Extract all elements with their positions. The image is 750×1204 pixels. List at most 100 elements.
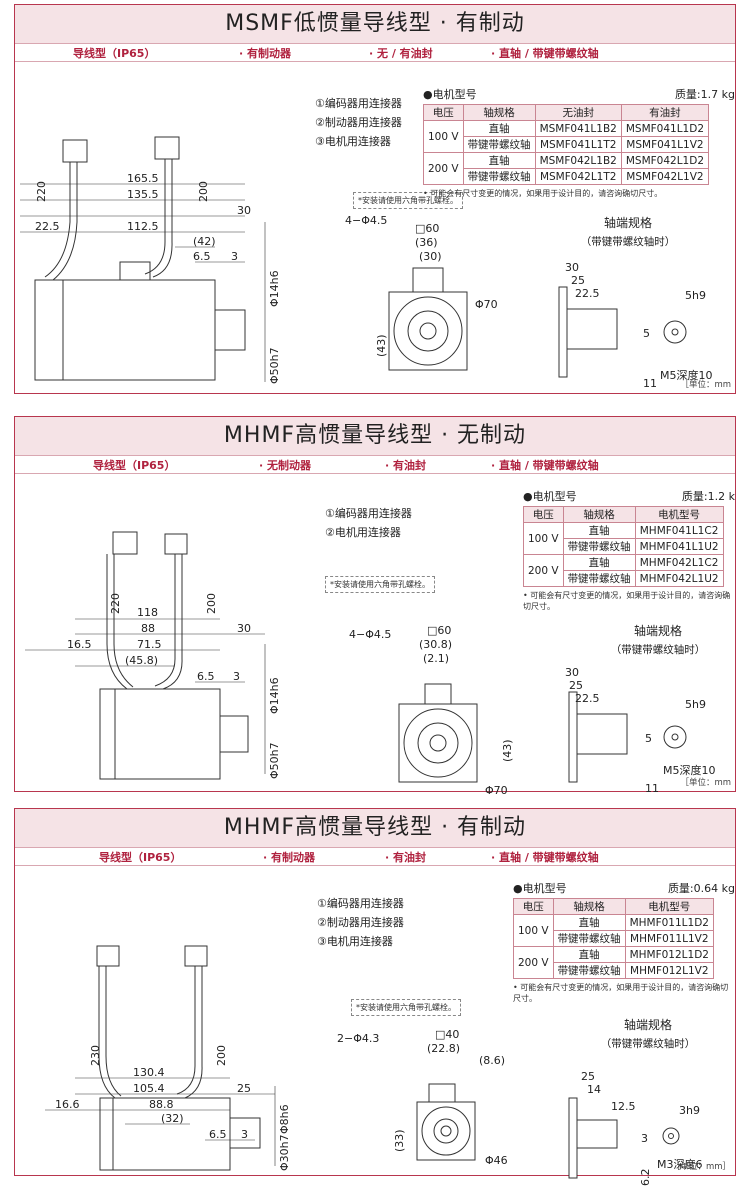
cable-length-b: 200 <box>205 593 218 614</box>
phi-shaft: Φ8h6 <box>278 1104 291 1134</box>
dim-holes: 4−Φ4.5 <box>349 628 391 641</box>
table-row: 带键带螺纹轴 MSMF042L1T2 MSMF042L1V2 <box>424 168 710 185</box>
shaft-cell: 直轴 <box>552 946 626 963</box>
model-cell: MSMF041L1T2 <box>534 136 622 153</box>
cable-length-a: 230 <box>89 1045 102 1066</box>
dim-42: (42) <box>193 235 216 248</box>
section-title: MHMF高惯量导线型 · 无制动 <box>15 417 735 455</box>
footnote: • 可能会有尺寸变更的情况，如果用于设计目的，请咨询确切尺寸。 <box>423 189 663 198</box>
dim-holes: 2−Φ4.3 <box>337 1032 379 1045</box>
connector-list: ①编码器用连接器 ②电机用连接器 <box>325 504 412 542</box>
cable-length-a: 220 <box>35 181 48 202</box>
table-row: 带键带螺纹轴 MSMF041L1T2 MSMF041L1V2 <box>424 136 710 153</box>
dim-square: □60 <box>415 222 439 235</box>
feature-tags: 导线型（IP65） · 无制动器 · 有油封 · 直轴 / 带键带螺纹轴 <box>15 455 735 474</box>
table-row: 100 V 直轴 MHMF011L1D2 <box>513 914 714 947</box>
connector-item: ①编码器用连接器 <box>317 897 404 910</box>
model-spec: ●电机型号质量:0.64 kg 电压 轴规格 电机型号 100 V 直轴 MHM… <box>513 880 735 1004</box>
shaft-end-drawing: 30 25 22.5 5h9 5 11 M5深度10 <box>558 261 713 390</box>
dim-32: (32) <box>161 1112 184 1125</box>
model-table: 电压 轴规格 电机型号 100 V 直轴 MHMF011L1D2 带键带螺纹轴 … <box>513 898 714 979</box>
shaft-thread: M5深度10 <box>660 368 713 382</box>
dim-118: 118 <box>137 606 158 619</box>
shaft-spec-heading: 轴端规格 （带键带螺纹轴时） <box>583 1016 713 1051</box>
section-mhmf-brake: MHMF高惯量导线型 · 有制动 导线型（IP65） · 有制动器 · 有油封 … <box>14 808 736 1186</box>
voltage-cell: 100 V <box>523 522 564 555</box>
shaft-dim-b: 14 <box>587 1083 601 1096</box>
weight: 质量:0.64 kg <box>667 882 735 895</box>
shaft-dim-h: 5 <box>643 327 650 340</box>
table-header: 轴规格 <box>462 104 536 121</box>
phi-shaft: Φ14h6 <box>268 677 281 714</box>
dim-135-5: 135.5 <box>127 188 159 201</box>
dim-130-4: 130.4 <box>133 1066 165 1079</box>
shaft-key: 5h9 <box>685 698 706 711</box>
model-cell: MSMF041L1V2 <box>620 136 710 153</box>
shaft-title: 轴端规格 <box>623 1018 672 1032</box>
dim-b: (30) <box>419 250 442 263</box>
connector-item: ②制动器用连接器 <box>317 916 404 929</box>
section-mhmf-nobrake: MHMF高惯量导线型 · 无制动 导线型（IP65） · 无制动器 · 有油封 … <box>14 416 736 797</box>
tag-lead-type: 导线型（IP65） <box>99 851 182 864</box>
model-cell: MSMF042L1D2 <box>620 152 710 169</box>
side-view-drawing: 165.5 135.5 30 22.5 112.5 (42) 6.5 3 220… <box>20 136 281 384</box>
table-header: 电压 <box>523 506 564 523</box>
dim-3: 3 <box>231 250 238 263</box>
front-view-drawing: 4−Φ4.5 □60 (36) (30) (43) Φ70 <box>345 214 498 371</box>
table-row: 带键带螺纹轴 MHMF012L1V2 <box>514 962 714 979</box>
dim-b: (2.1) <box>423 652 449 665</box>
shaft-cell: 直轴 <box>462 120 536 137</box>
shaft-spec-heading: 轴端规格 （带键带螺纹轴时） <box>593 622 723 657</box>
phi-shaft: Φ14h6 <box>268 270 281 307</box>
table-row: 带键带螺纹轴 MHMF042L1U2 <box>524 570 724 587</box>
table-row: 200 V 直轴 MHMF042L1C2 <box>523 554 724 587</box>
dim-6-5: 6.5 <box>197 670 215 683</box>
dim-square: □40 <box>435 1028 459 1041</box>
shaft-title: 轴端规格 <box>633 624 682 638</box>
dim-6-5: 6.5 <box>209 1128 227 1141</box>
shaft-dim-b: 25 <box>569 679 583 692</box>
dim-165-5: 165.5 <box>127 172 159 185</box>
connector-item: ②电机用连接器 <box>325 526 401 539</box>
tag-shaft: · 直轴 / 带键带螺纹轴 <box>491 851 599 864</box>
dim-45-8: (45.8) <box>125 654 158 667</box>
feature-tags: 导线型（IP65） · 有制动器 · 无 / 有油封 · 直轴 / 带键带螺纹轴 <box>15 43 735 62</box>
connector-list: ①编码器用连接器 ②制动器用连接器 ③电机用连接器 <box>317 894 404 951</box>
shaft-spec-heading: 轴端规格 （带键带螺纹轴时） <box>563 214 693 249</box>
shaft-dim-c: 12.5 <box>611 1100 636 1113</box>
shaft-subtitle: （带键带螺纹轴时） <box>580 236 676 248</box>
connector-item: ①编码器用连接器 <box>315 97 402 110</box>
footnote: • 可能会有尺寸变更的情况，如果用于设计目的，请咨询确切尺寸。 <box>513 983 729 1003</box>
dim-105-4: 105.4 <box>133 1082 165 1095</box>
voltage-cell: 200 V <box>523 554 564 587</box>
tag-brake: · 有制动器 <box>239 47 292 60</box>
shaft-dim-c: 22.5 <box>575 692 600 705</box>
model-cell: MHMF011L1V2 <box>624 930 714 947</box>
section-msmf-brake: MSMF低惯量导线型 · 有制动 导线型（IP65） · 有制动器 · 无 / … <box>14 4 736 394</box>
unit-label: ［单位：mm <box>680 778 731 788</box>
phi-pilot: Φ50h7 <box>268 347 281 384</box>
shaft-dim-a: 25 <box>581 1070 595 1083</box>
table-header: 有油封 <box>620 104 710 121</box>
dim-square: □60 <box>427 624 451 637</box>
table-header: 电机型号 <box>624 898 714 915</box>
shaft-dim-c: 22.5 <box>575 287 600 300</box>
cable-length-b: 200 <box>215 1045 228 1066</box>
tag-oil-seal: · 有油封 <box>385 459 427 472</box>
dim-22-5: 22.5 <box>35 220 60 233</box>
model-cell: MHMF011L1D2 <box>624 914 714 931</box>
bolt-note: *安装请使用六角带孔螺栓。 <box>351 999 461 1016</box>
shaft-cell: 直轴 <box>562 554 636 571</box>
tag-oil-seal: · 无 / 有油封 <box>369 47 433 60</box>
dim-phi: Φ70 <box>475 298 498 311</box>
dim-phi: Φ70 <box>485 784 508 797</box>
tag-lead-type: 导线型（IP65） <box>73 47 156 60</box>
model-spec: ●电机型号质量:1.7 kg 电压 轴规格 无油封 有油封 100 V 直轴 M… <box>423 86 735 199</box>
dim-a: (22.8) <box>427 1042 460 1055</box>
section-title: MHMF高惯量导线型 · 有制动 <box>15 809 735 847</box>
table-row: 200 V 直轴 MHMF012L1D2 <box>513 946 714 979</box>
shaft-end-drawing: 25 14 12.5 3h9 3 6.2 M3深度6 <box>568 1070 703 1187</box>
dim-3: 3 <box>233 670 240 683</box>
shaft-dim-t: 6.2 <box>639 1169 652 1187</box>
shaft-dim-t: 11 <box>645 782 659 795</box>
